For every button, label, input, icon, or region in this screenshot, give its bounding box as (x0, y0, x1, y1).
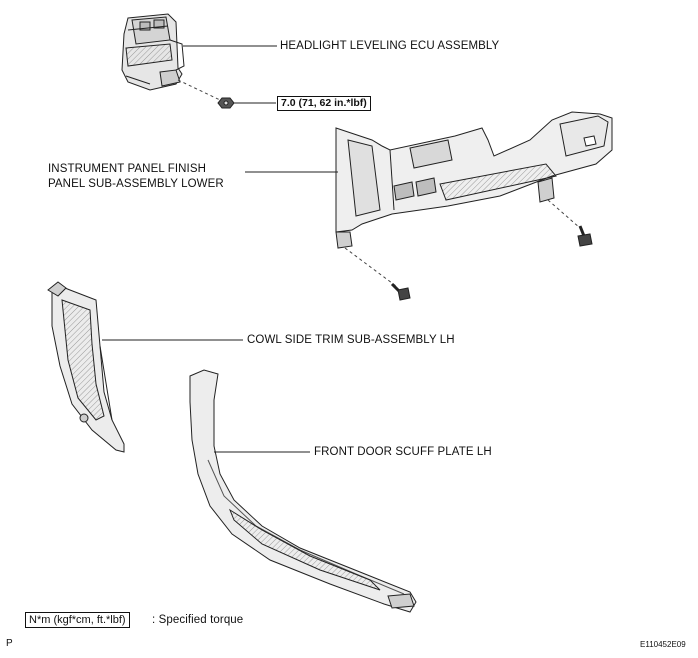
footer-left-mark: P (6, 638, 13, 649)
front-door-scuff-plate-drawing (189, 369, 417, 613)
bolt2-dashed-line (547, 199, 581, 229)
headlight-leveling-ecu-drawing (121, 13, 185, 91)
instrument-panel-finish-panel-drawing (335, 111, 613, 249)
torque-legend-description: : Specified torque (152, 614, 244, 626)
headlight-ecu-label: HEADLIGHT LEVELING ECU ASSEMBLY (280, 40, 500, 52)
ecu-nut-dashed-line (177, 79, 221, 101)
instrument-panel-label-line1: INSTRUMENT PANEL FINISH (48, 163, 206, 175)
panel-bolt-2 (577, 225, 593, 247)
cowl-side-trim-label: COWL SIDE TRIM SUB-ASSEMBLY LH (247, 334, 455, 346)
torque-unit-legend-box: N*m (kgf*cm, ft.*lbf) (25, 612, 130, 628)
cowl-side-trim-drawing (47, 281, 125, 453)
panel-bolt-1 (390, 282, 411, 301)
bolt1-dashed-line (344, 247, 397, 287)
figure-id: E110452E09 (640, 640, 686, 649)
ecu-nut (217, 97, 235, 109)
scuff-plate-label: FRONT DOOR SCUFF PLATE LH (314, 446, 492, 458)
instrument-panel-label-line2: PANEL SUB-ASSEMBLY LOWER (48, 178, 224, 190)
ecu-nut-torque-spec: 7.0 (71, 62 in.*lbf) (277, 96, 371, 111)
